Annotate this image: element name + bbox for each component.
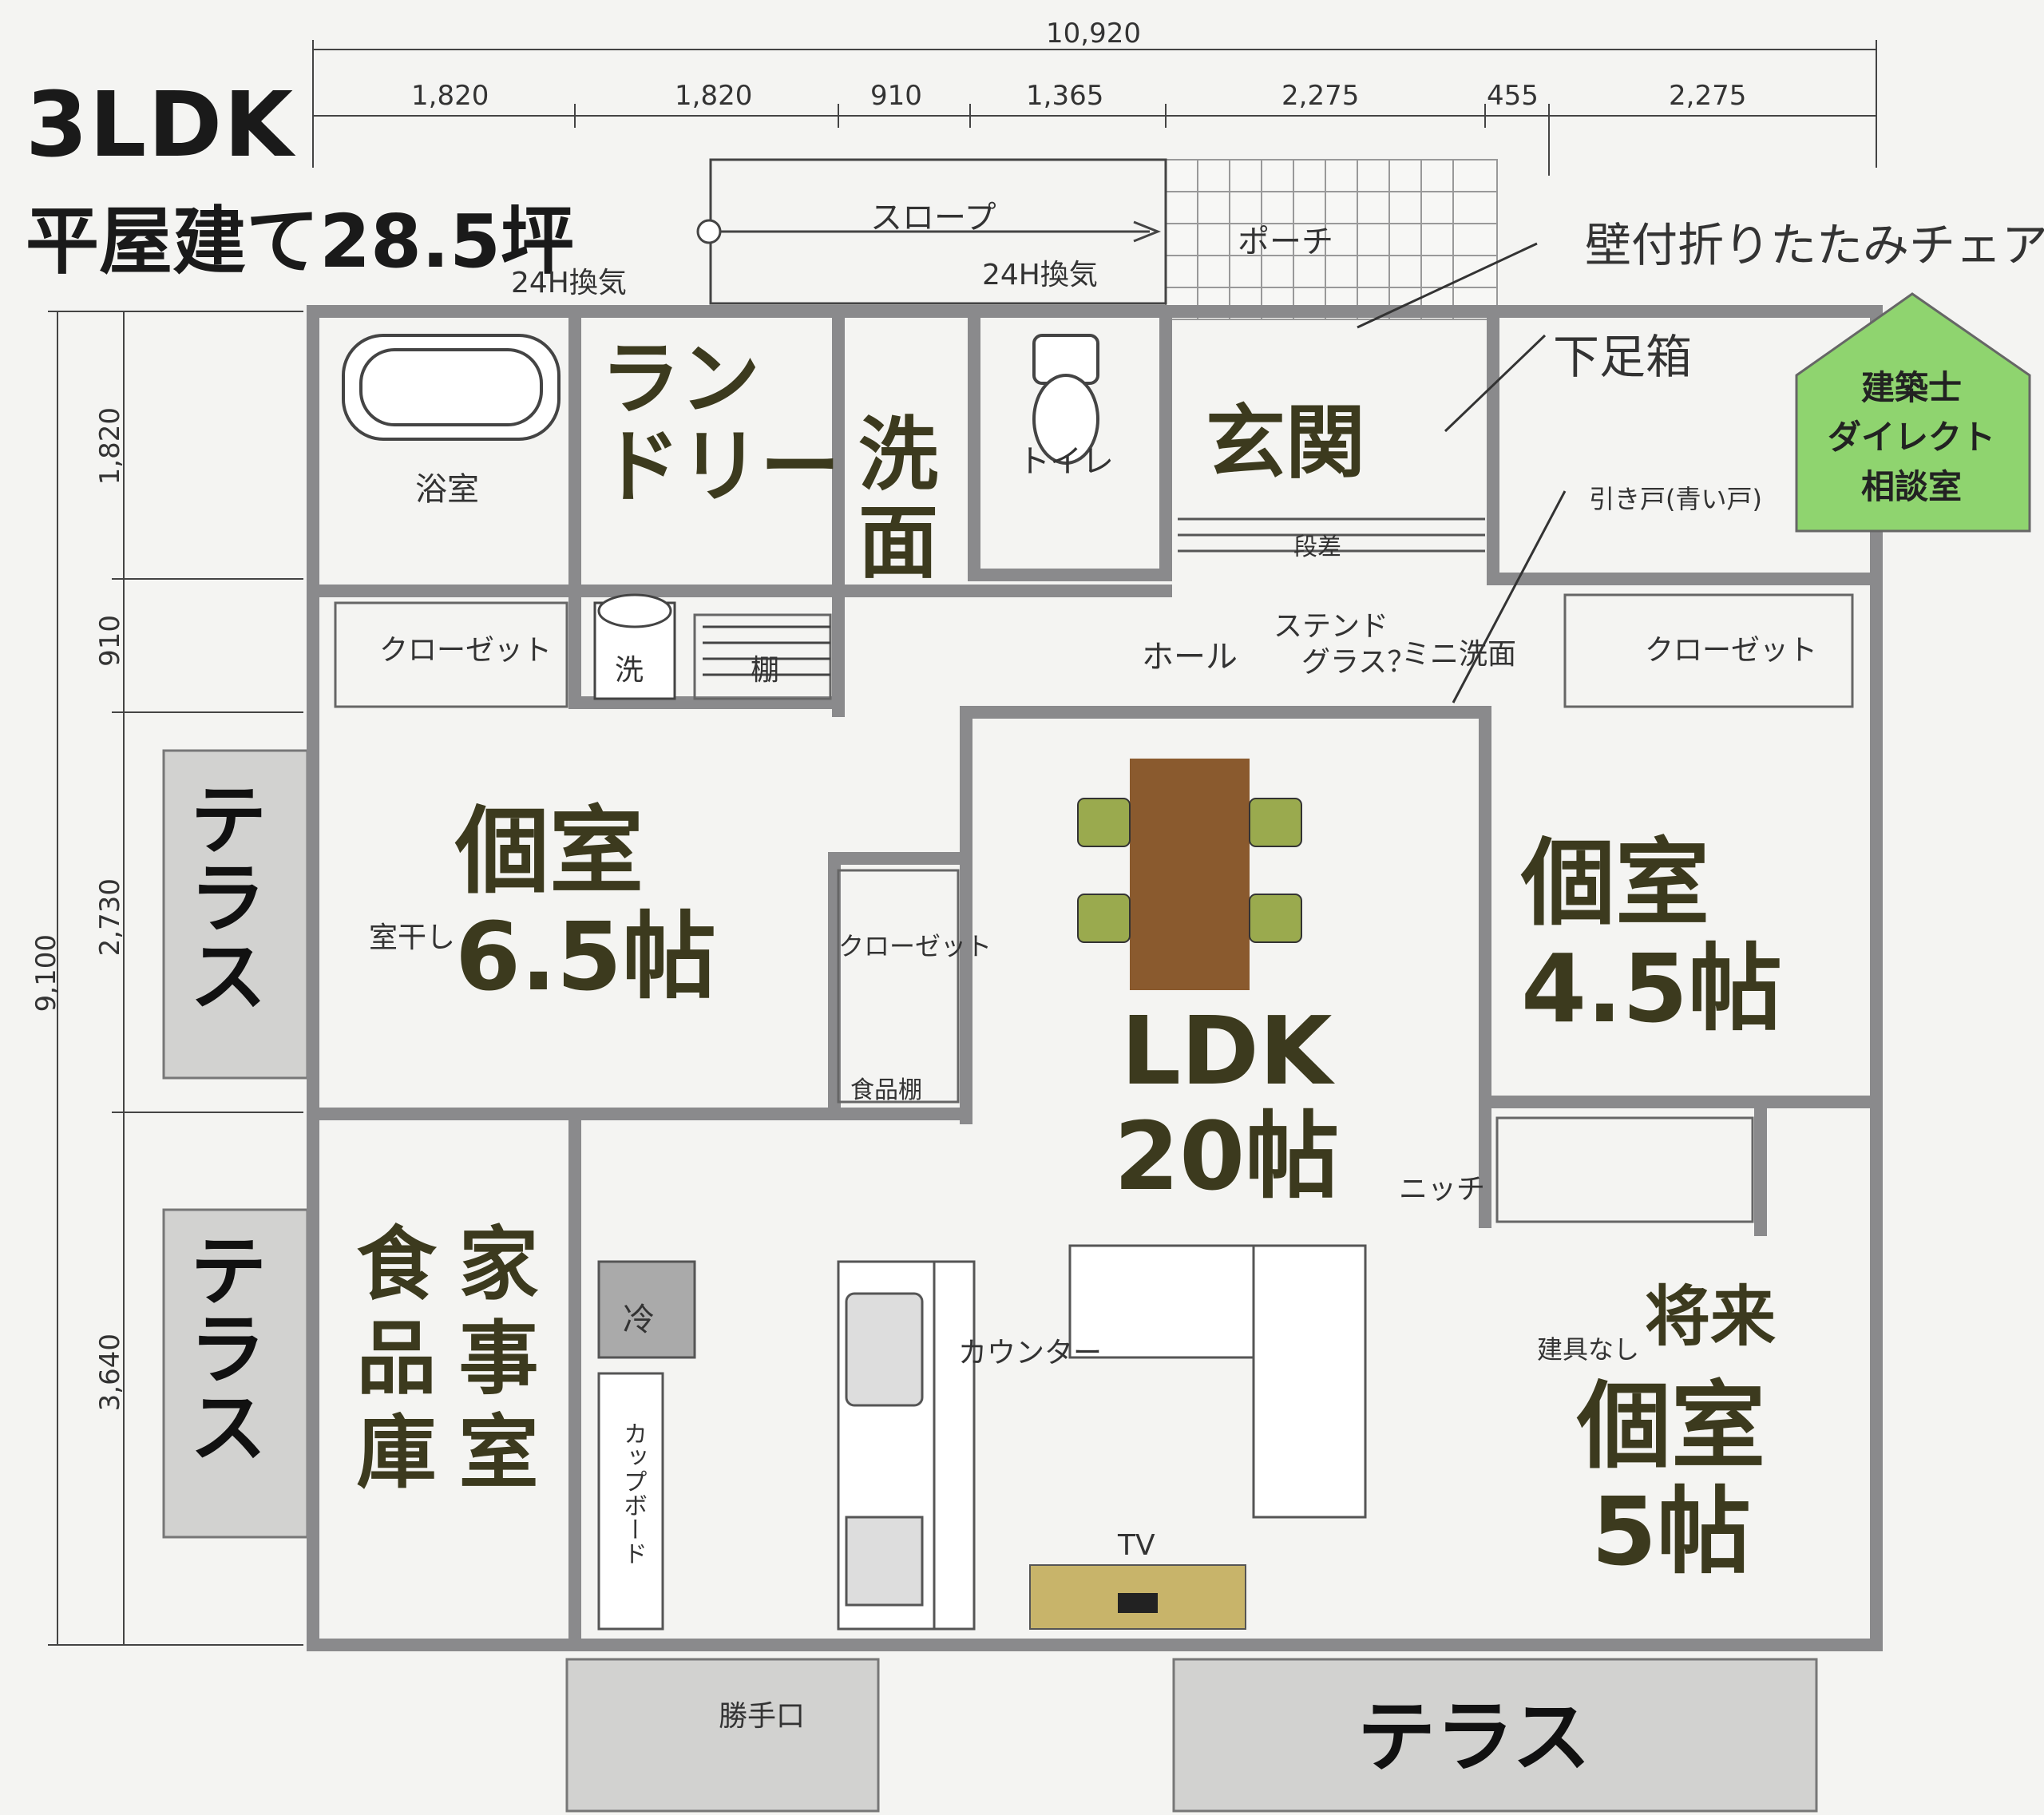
bath-label: 浴室 [415,471,479,508]
entrance-step [1178,517,1485,553]
dim-top-3: 910 [870,80,922,112]
laundry-line-1: ラン [600,332,760,426]
walls [307,305,1883,1651]
closet-label-2: クローゼット [1645,634,1818,667]
private-room-2-name: 個室 [1521,828,1710,938]
dim-side-2: 910 [94,615,126,667]
niche-label: ニッチ [1399,1173,1486,1206]
vent-label-2: 24H換気 [982,259,1098,291]
cupboard-label: カップボード [619,1421,647,1565]
laundry-room: ラン ドリー [600,335,840,511]
shoe-box-note: 下足箱 [1553,330,1693,384]
fridge-label: 冷 [623,1302,655,1338]
kitchen-island [837,1260,976,1631]
badge-line-3: 相談室 [1860,467,1962,506]
laundry-shelf [703,625,830,676]
fridge [597,1260,696,1359]
counter-label: カウンター [958,1337,1103,1369]
private-room-2-size: 4.5帖 [1521,933,1783,1044]
terraces [162,749,1818,1813]
layout-type: 3LDK [26,73,295,177]
future-label: 将来 [1645,1279,1777,1355]
pantry-room: 食品庫 [343,1222,436,1504]
future-room-name: 個室 [1577,1371,1766,1481]
private-room-1-size: 6.5帖 [455,902,717,1013]
entrance-room: 玄関 [1206,396,1365,489]
dim-top-7: 2,275 [1669,80,1747,112]
stained-glass-label-2: グラス？ [1301,646,1416,679]
dimension-lines [48,40,1877,1646]
utility-room: 家事室 [445,1222,538,1504]
washroom-line-2: 面 [858,496,938,589]
vent-label-1: 24H換気 [511,267,627,299]
toilet-fixture [1032,334,1099,465]
dim-top-4: 1,365 [1026,80,1104,112]
service-door-label: 勝手口 [719,1700,806,1733]
slope-label: スロープ [870,200,996,236]
sliding-door-label: 引き戸(青い戸) [1589,484,1762,514]
closet-mid-label: クローゼット [838,931,992,961]
washroom: 洗 面 [858,411,938,587]
terrace-left-top: テラス [175,779,267,1013]
private-room-1: 個室 6.5帖 [455,799,716,1009]
badge-line-2: ダイレクト [1827,418,1995,457]
porch-tiles [1165,159,1498,320]
porch-label: ポーチ [1238,224,1333,260]
shelf-label: 棚 [751,654,780,687]
terrace-bottom: テラス [1357,1692,1591,1783]
dining-table [1130,759,1250,990]
closet-outlines [334,593,1854,1223]
dim-overall: 10,920 [1046,18,1141,50]
badge-line-1: 建築士 [1860,368,1962,407]
cupboard [597,1372,664,1631]
laundry-line-2: ドリー [600,420,840,513]
dim-top-2: 1,820 [675,80,753,112]
dim-top-5: 2,275 [1281,80,1360,112]
tv-label: TV [1118,1529,1155,1562]
dim-side-4: 3,640 [94,1334,126,1412]
indoor-dry-label: 室干し [369,921,456,954]
future-room-size: 5帖 [1590,1476,1752,1587]
folding-chair-note: 壁付折りたたみチェアー [1585,218,2044,272]
bathtub [342,334,561,441]
annotation-arrows [1357,242,1567,703]
dim-top-1: 1,820 [411,80,489,112]
ldk-size: 20帖 [1114,1101,1340,1212]
badge-house [1795,292,2031,533]
badge-label: 建築士 ダイレクト 相談室 [1795,363,2028,512]
washer-label: 洗 [615,654,644,687]
private-room-1-name: 個室 [455,796,644,906]
dim-top-6: 455 [1487,80,1539,112]
building-subtitle: 平屋建て28.5坪 [26,199,574,284]
mini-wash-label: ミニ洗面 [1401,638,1517,671]
pantry-shelf-label: 食品棚 [850,1076,922,1104]
dim-side-overall: 9,100 [30,934,62,1013]
terrace-left-bottom: テラス [175,1230,267,1464]
tv [1118,1593,1158,1613]
stained-glass-label-1: ステンド [1274,610,1389,643]
ldk-name: LDK [1120,996,1333,1106]
future-room: 個室 5帖 [1577,1373,1765,1584]
slope [696,158,1167,305]
no-fittings-label: 建具なし [1537,1334,1640,1365]
closet-label-1: クローゼット [379,634,553,667]
private-room-2: 個室 4.5帖 [1521,830,1782,1041]
dining-chairs [1077,798,1302,943]
sofa [1068,1244,1367,1519]
toilet-label: トイレ [1018,443,1114,480]
ldk-room: LDK 20帖 [1114,998,1339,1209]
dim-side-3: 2,730 [94,878,126,957]
washing-machine [593,593,676,700]
hall-label: ホール [1142,639,1238,676]
dim-side-1: 1,820 [94,407,126,485]
washroom-line-1: 洗 [858,408,938,501]
step-label: 段差 [1293,533,1341,561]
